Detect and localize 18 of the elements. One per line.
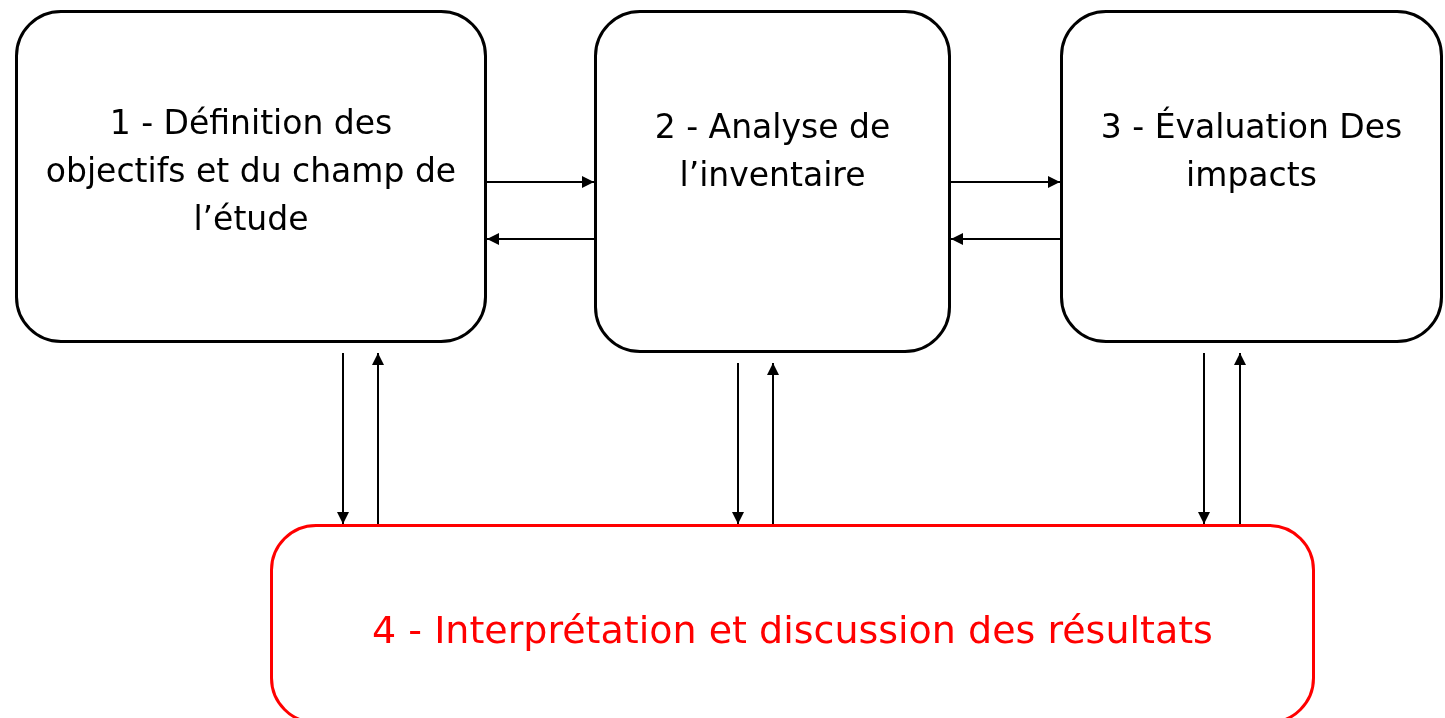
box-label: 4 - Interprétation et discussion des résultats [371,607,1214,654]
box-label: 3 - Évaluation Des impacts [1099,105,1404,196]
process-box [1060,10,1443,343]
arrow [1198,352,1210,525]
arrow [732,362,744,525]
arrow [950,176,1061,188]
arrow [486,176,595,188]
process-box [15,10,487,343]
arrow [1234,352,1246,525]
box-label: 1 - Définition des objectifs et du champ de l’étude [44,102,458,240]
arrow [950,233,1061,245]
arrow [337,352,349,525]
process-box [270,524,1315,718]
arrow [372,352,384,525]
arrow [767,362,779,525]
process-box [594,10,951,353]
arrow [486,233,595,245]
box-label: 2 - Analyse de l’inventaire [653,106,892,196]
